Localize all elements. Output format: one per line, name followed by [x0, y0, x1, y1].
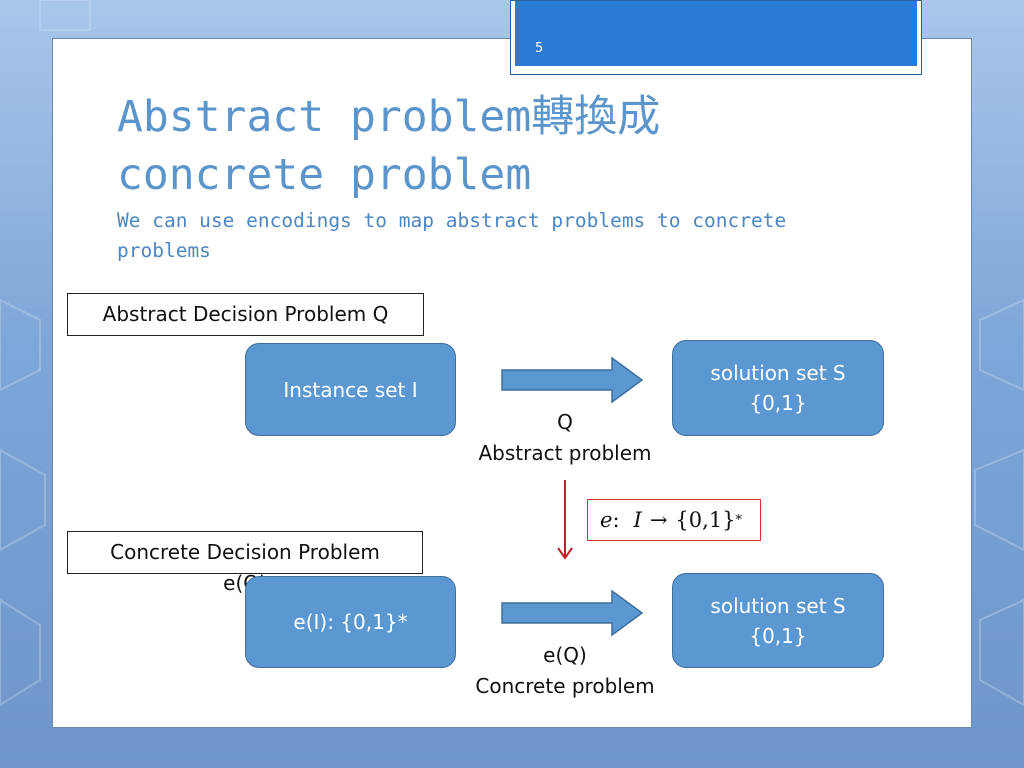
concrete-decision-problem-label: Concrete Decision Problem [67, 531, 423, 574]
encoded-instance-box: e(I): {0,1}* [245, 576, 456, 668]
slide-number: 5 [535, 41, 544, 56]
formula-i: I [633, 508, 642, 532]
title-line-1: Abstract problem轉換成 [117, 92, 661, 142]
abstract-caption-text: Abstract problem [478, 441, 652, 465]
slide-title: Abstract problem轉換成 concrete problem [117, 88, 877, 204]
slide-subtitle: We can use encodings to map abstract pro… [117, 209, 787, 262]
instance-set-box: Instance set I [245, 343, 456, 436]
solution-set-bottom-line2: {0,1} [749, 623, 807, 648]
solution-set-box-bottom: solution set S {0,1} [672, 573, 884, 668]
down-arrow-icon [557, 480, 573, 560]
concrete-caption-text: Concrete problem [475, 674, 655, 698]
abstract-label-text: Abstract Decision Problem Q [102, 302, 389, 326]
concrete-problem-caption: e(Q) Concrete problem [455, 640, 675, 702]
formula-arrow: → [649, 508, 668, 532]
abstract-problem-caption: Q Abstract problem [455, 407, 675, 469]
encoding-formula: e : I → {0,1} * [587, 499, 761, 541]
slide-number-tab-fill: 5 [515, 1, 917, 66]
formula-colon: : [612, 508, 620, 532]
formula-set: {0,1} [675, 508, 736, 532]
abstract-decision-problem-label: Abstract Decision Problem Q [67, 293, 424, 336]
right-arrow-icon [501, 356, 644, 404]
formula-e: e [600, 508, 613, 532]
solution-set-bottom-line1: solution set S [710, 593, 846, 618]
instance-set-text: Instance set I [283, 377, 418, 402]
concrete-caption-eq: e(Q) [543, 643, 587, 667]
concrete-label-text: Concrete Decision Problem [110, 540, 380, 564]
solution-set-top-line1: solution set S [710, 361, 846, 385]
encoded-instance-text: e(I): {0,1}* [293, 610, 408, 634]
formula-star: * [735, 512, 743, 528]
solution-set-top-line2: {0,1} [749, 391, 807, 415]
slide-number-tab: 5 [510, 0, 922, 75]
title-line-2: concrete problem [117, 150, 532, 200]
right-arrow-icon-bottom [501, 589, 644, 637]
solution-set-box-top: solution set S {0,1} [672, 340, 884, 436]
abstract-caption-q: Q [557, 410, 573, 434]
